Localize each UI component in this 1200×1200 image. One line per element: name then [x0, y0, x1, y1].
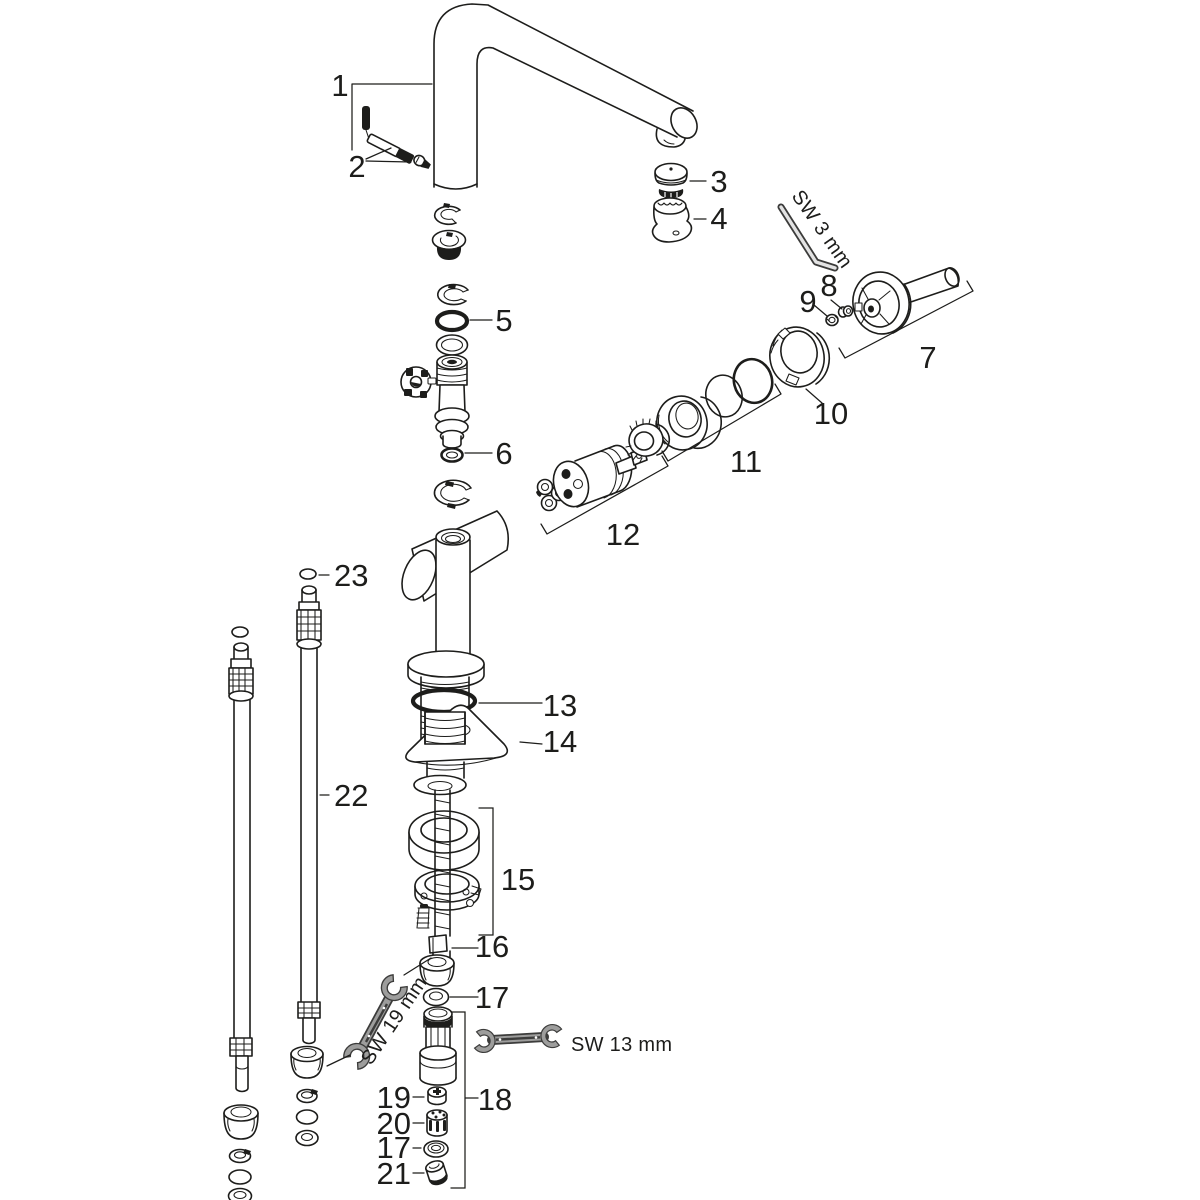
- callout-label-3: 3: [710, 164, 727, 199]
- callout-label-19: 19: [377, 1080, 411, 1115]
- callout-label-7: 7: [919, 340, 936, 375]
- callout-label-17-lower: 17: [377, 1130, 411, 1165]
- callout-11: 11: [661, 383, 782, 479]
- callout-19: 19: [377, 1080, 425, 1115]
- part-cartridge: [536, 418, 671, 512]
- callout-label-23: 23: [334, 558, 368, 593]
- part-washer-17-lower: [423, 1140, 449, 1158]
- callout-2: 2: [348, 147, 412, 184]
- callout-12: 12: [540, 455, 669, 552]
- callout-18: 18: [450, 1011, 512, 1189]
- part-hose-long: [296, 568, 322, 1045]
- callout-label-11: 11: [730, 444, 762, 479]
- callout-23: 23: [318, 558, 368, 593]
- callout-16: 16: [451, 929, 509, 964]
- callout-label-10: 10: [814, 396, 848, 431]
- part-washer-17-upper: [422, 987, 450, 1007]
- callout-15: 15: [478, 807, 535, 936]
- part-grub-screw-9: [825, 313, 839, 327]
- callout-label-17-upper: 17: [475, 980, 509, 1015]
- part-pivot-screws: [362, 106, 431, 169]
- part-nozzle-21: [425, 1160, 448, 1186]
- tool-wrench-13: SW 13 mm: [473, 1022, 672, 1056]
- callout-label-21: 21: [377, 1156, 411, 1191]
- callout-14: 14: [519, 724, 577, 759]
- part-filter-20: [426, 1109, 448, 1137]
- callout-17-lower: 17: [377, 1130, 422, 1165]
- callout-label-4: 4: [710, 201, 727, 236]
- wrench13-label: SW 13 mm: [571, 1034, 672, 1056]
- callout-4: 4: [693, 201, 728, 236]
- callout-label-18: 18: [478, 1082, 512, 1117]
- part-spout: [433, 3, 698, 190]
- part-seal-ring-set: [434, 283, 470, 356]
- part-plug: [431, 229, 467, 260]
- callout-label-6: 6: [495, 436, 512, 471]
- part-diverter-clip: [400, 366, 437, 398]
- callout-label-13: 13: [543, 688, 577, 723]
- callout-8: 8: [820, 268, 843, 310]
- callout-22: 22: [319, 778, 368, 813]
- callout-label-5: 5: [495, 303, 512, 338]
- part-sleeve: [769, 326, 831, 388]
- part-check-valve: [419, 1006, 457, 1086]
- part-spout-nipple: [651, 197, 693, 243]
- callout-label-9: 9: [799, 284, 816, 319]
- part-hose-washers-left: [227, 1148, 253, 1200]
- callout-5: 5: [469, 303, 513, 338]
- callout-6: 6: [464, 436, 513, 471]
- part-threaded-rod: [434, 789, 451, 937]
- part-hose-nut-right: [290, 1045, 324, 1079]
- part-aerator: [654, 162, 688, 198]
- part-body-shank-lower: [413, 711, 467, 796]
- callout-3: 3: [689, 164, 728, 199]
- callout-13: 13: [478, 688, 577, 723]
- part-oring-6: [440, 447, 464, 463]
- part-hose-short: [228, 626, 254, 1093]
- part-grub-screw-8: [837, 305, 854, 318]
- part-retaining-clip: [433, 203, 461, 226]
- part-rod-adapter-nut: [419, 934, 455, 987]
- part-hose-washers-right: [295, 1088, 319, 1147]
- callout-7: 7: [838, 280, 974, 375]
- tool-allen-key: SW 3 mm: [777, 186, 856, 272]
- callout-21: 21: [377, 1156, 425, 1191]
- callout-label-22: 22: [334, 778, 368, 813]
- callout-label-8: 8: [820, 268, 837, 303]
- callout-17-upper: 17: [449, 980, 509, 1015]
- part-body: [401, 510, 510, 689]
- callout-label-14: 14: [543, 724, 577, 759]
- callout-label-20: 20: [377, 1106, 411, 1141]
- part-adapter: [434, 354, 470, 449]
- callout-label-12: 12: [606, 517, 640, 552]
- cartridge-nut: [625, 418, 671, 463]
- part-hose-nut-left: [223, 1104, 259, 1140]
- callout-20: 20: [377, 1106, 425, 1141]
- part-mounting-set: [408, 810, 482, 929]
- callout-10: 10: [805, 388, 848, 431]
- callout-9: 9: [799, 284, 828, 319]
- callout-label-1: 1: [331, 68, 348, 103]
- part-valve-insert-19: [427, 1086, 447, 1106]
- callout-label-15: 15: [501, 862, 535, 897]
- tool-wrench-19: SW 19 mm: [326, 957, 432, 1073]
- part-handle: [852, 267, 960, 335]
- part-snap-ring: [433, 479, 472, 509]
- callout-1: 1: [331, 68, 433, 151]
- callout-label-2: 2: [348, 149, 365, 184]
- callout-label-16: 16: [475, 929, 509, 964]
